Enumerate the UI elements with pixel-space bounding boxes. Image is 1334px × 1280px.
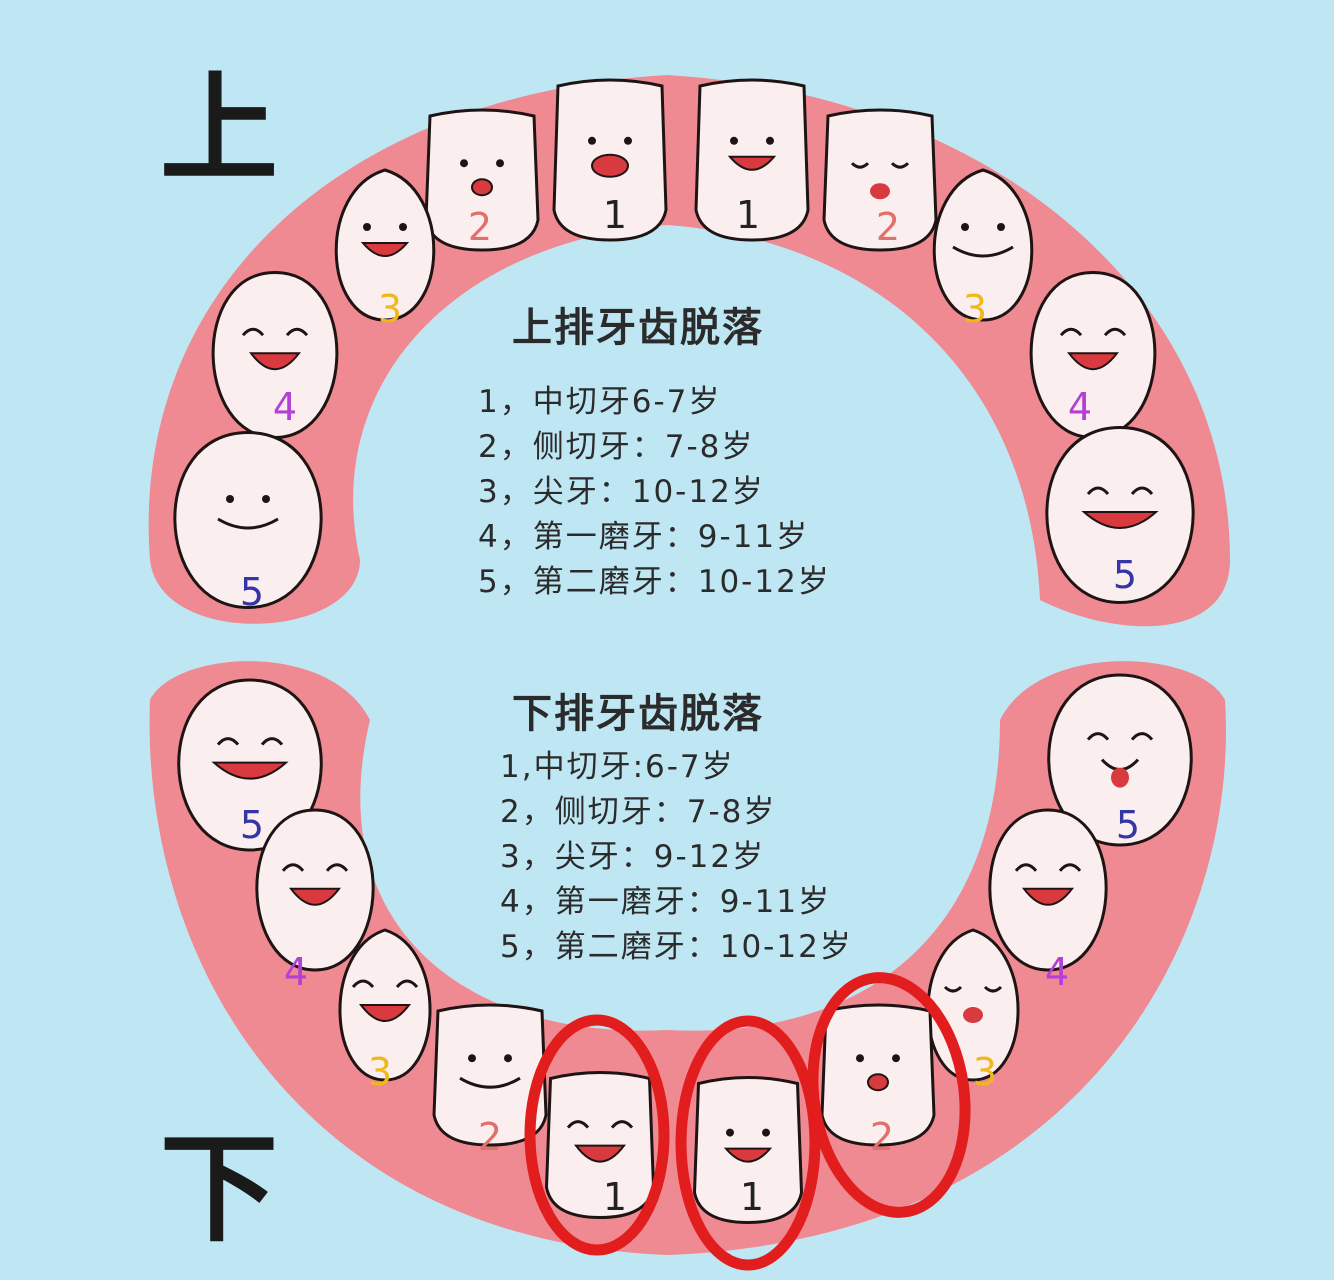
tooth-number: 5 — [1116, 803, 1140, 847]
highlight-circles — [524, 972, 971, 1271]
highlight-circle-lower-right-2 — [807, 972, 971, 1218]
tooth-lower-left-1: 1 — [544, 1071, 656, 1220]
tooth-number: 4 — [1045, 950, 1069, 994]
tooth-number: 4 — [284, 950, 308, 994]
lower-title: 下排牙齿脱落 — [512, 691, 764, 737]
tooth-number: 3 — [378, 287, 402, 331]
tooth-upper-right-3: 3 — [932, 168, 1034, 331]
tooth-lower-left-3: 3 — [338, 928, 432, 1094]
tooth-number: 1 — [740, 1175, 764, 1219]
tooth-face — [241, 327, 309, 371]
tooth-face — [952, 223, 1014, 258]
tooth-number: 3 — [973, 1050, 997, 1094]
lower-label: 下 — [160, 1120, 278, 1258]
tooth-face — [1081, 486, 1159, 529]
tooth-number: 1 — [736, 193, 760, 237]
tooth-upper-left-4: 4 — [211, 270, 339, 440]
tooth-upper-right-5: 5 — [1045, 425, 1195, 605]
tooth-face — [723, 1128, 773, 1163]
tooth-upper-right-4: 4 — [1029, 270, 1157, 440]
tooth-lower-right-1: 1 — [692, 1076, 804, 1225]
upper-item-2: 2，侧切牙：7-8岁 — [478, 429, 754, 465]
tooth-face — [856, 1054, 900, 1092]
tooth-face — [727, 136, 777, 171]
tooth-upper-right-2: 2 — [822, 108, 938, 252]
tooth-number: 3 — [963, 287, 987, 331]
tooth-lower-left-4: 4 — [255, 808, 375, 994]
upper-item-4: 4，第一磨牙：9-11岁 — [478, 519, 809, 555]
upper-item-3: 3，尖牙：10-12岁 — [478, 474, 765, 510]
tooth-face — [351, 979, 419, 1022]
tooth-number: 5 — [1113, 553, 1137, 597]
tooth-face — [217, 495, 279, 530]
lower-item-1: 1,中切牙:6-7岁 — [500, 749, 735, 785]
lower-item-3: 3，尖牙：9-12岁 — [500, 839, 765, 875]
lower-gum — [149, 661, 1226, 1255]
tooth-number: 2 — [478, 1115, 502, 1159]
tooth-upper-left-1: 1 — [552, 78, 668, 242]
upper-title: 上排牙齿脱落 — [512, 305, 764, 351]
tooth-number: 2 — [870, 1115, 894, 1159]
lower-item-5: 5，第二磨牙：10-12岁 — [500, 929, 853, 965]
tooth-number: 2 — [468, 205, 492, 249]
tooth-number: 4 — [1068, 385, 1092, 429]
tooth-upper-left-2: 2 — [424, 108, 540, 252]
tooth-face — [850, 162, 910, 200]
highlight-circle-lower-left-1 — [524, 1014, 670, 1256]
tooth-number: 5 — [240, 803, 264, 847]
tooth-lower-right-2: 2 — [820, 1003, 936, 1159]
tooth-face — [360, 223, 410, 257]
tooth-number: 5 — [240, 570, 264, 614]
tooth-number: 3 — [368, 1050, 392, 1094]
tooth-lower-right-5: 5 — [1047, 673, 1193, 847]
upper-item-5: 5，第二磨牙：10-12岁 — [478, 564, 831, 600]
tooth-number: 1 — [603, 193, 627, 237]
tooth-upper-left-3: 3 — [334, 168, 436, 331]
upper-label: 上 — [160, 60, 278, 198]
highlight-circle-lower-right-1 — [675, 1015, 821, 1271]
tooth-face — [1059, 327, 1127, 371]
tooth-number: 2 — [876, 205, 900, 249]
tooth-face — [588, 136, 632, 178]
tooth-face — [281, 863, 349, 906]
tooth-number: 1 — [603, 1175, 627, 1219]
tooth-upper-right-1: 1 — [694, 78, 810, 242]
tooth-lower-left-5: 5 — [177, 678, 323, 852]
tooth-face — [1086, 732, 1154, 788]
tooth-upper-left-5: 5 — [173, 430, 323, 614]
upper-item-1: 1，中切牙6-7岁 — [478, 384, 721, 420]
lower-item-4: 4，第一磨牙：9-11岁 — [500, 884, 831, 920]
tooth-face — [459, 1054, 521, 1089]
tooth-face — [1014, 863, 1082, 906]
tooth-number: 4 — [273, 385, 297, 429]
tooth-face — [460, 159, 504, 197]
tooth-face — [566, 1120, 634, 1163]
tooth-face — [943, 985, 1003, 1023]
tooth-face — [211, 737, 289, 780]
tooth-lower-right-4: 4 — [988, 808, 1108, 994]
lower-item-2: 2，侧切牙：7-8岁 — [500, 794, 776, 830]
